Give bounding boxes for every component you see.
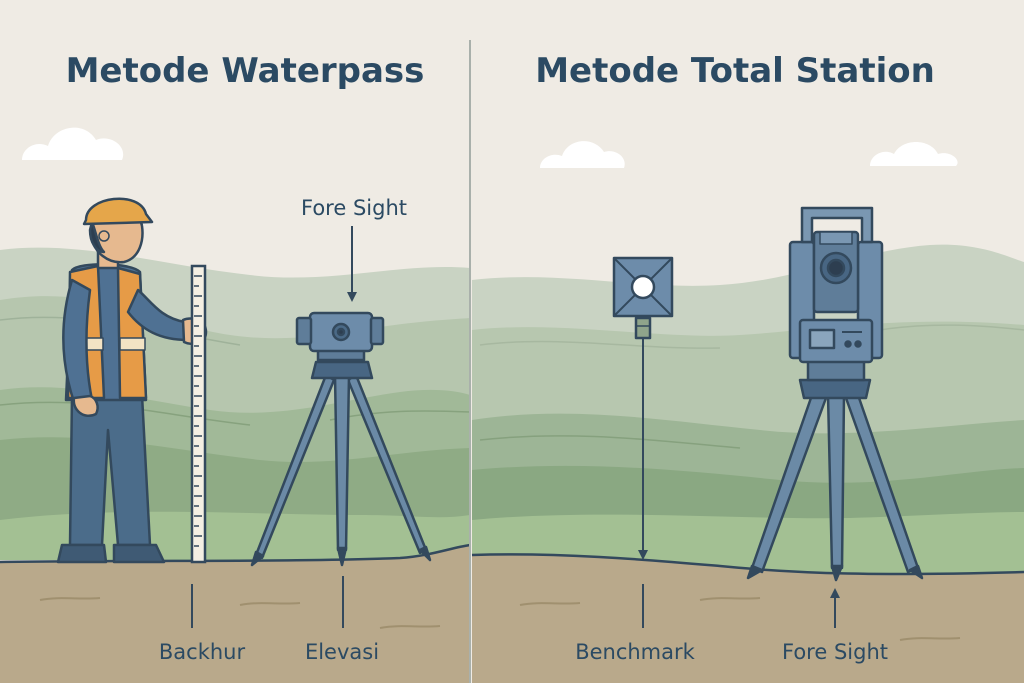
cloud-icon — [22, 127, 124, 160]
label-elevasi: Elevasi — [305, 640, 379, 664]
label-backhur: Backhur — [159, 640, 246, 664]
left-panel-waterpass: Metode Waterpass — [0, 51, 471, 683]
prism-target — [612, 256, 674, 340]
total-station-instrument — [746, 206, 924, 582]
label-fore-sight-right: Fore Sight — [782, 640, 888, 664]
ground — [0, 545, 470, 683]
cloud-icon — [540, 141, 625, 168]
surveyor-figure — [56, 197, 208, 564]
left-panel-title: Metode Waterpass — [66, 51, 425, 91]
label-fore-sight-left: Fore Sight — [301, 196, 407, 220]
right-panel-title: Metode Total Station — [535, 51, 935, 91]
leveling-staff — [190, 264, 207, 564]
automatic-level-instrument — [250, 311, 432, 567]
staff-graduation-marks — [194, 275, 202, 547]
cloud-icon — [870, 142, 958, 166]
right-panel-total-station: Metode Total Station — [471, 51, 1024, 683]
label-benchmark: Benchmark — [575, 640, 695, 664]
arrow-down-icon — [638, 550, 648, 560]
arrow-down-icon — [347, 292, 357, 302]
ground — [472, 554, 1024, 683]
arrow-up-icon — [830, 588, 840, 598]
